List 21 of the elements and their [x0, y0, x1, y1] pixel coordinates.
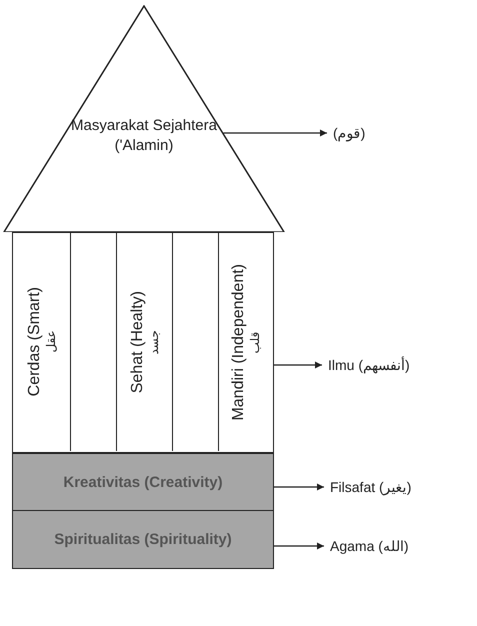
band-label: Kreativitas (Creativity): [63, 474, 223, 490]
side-label: Ilmu (أنفسهم): [328, 355, 448, 375]
foundation-band: [12, 453, 274, 511]
pillar-label: Sehat (Healty): [128, 290, 147, 394]
arrow: [224, 130, 327, 136]
pillar-label: Cerdas (Smart): [24, 287, 44, 397]
pillars-box: [12, 232, 274, 453]
side-label: Filsafat (يغير): [330, 477, 450, 497]
arrow: [274, 542, 324, 550]
arrow: [274, 484, 324, 490]
arabic-label: جسد: [146, 330, 162, 354]
arabic-label: عقل: [44, 331, 58, 353]
pillar-label: Mandiri (Independent): [228, 264, 248, 420]
arrow: [274, 362, 322, 368]
band-label: Spiritualitas (Spirituality): [54, 531, 232, 548]
triangle-shape: [3, 5, 285, 232]
triangle-label: Masyarakat Sejahtera ('Alamin): [70, 116, 218, 156]
arabic-label: قلب: [248, 331, 262, 353]
side-label: (قوم): [333, 123, 393, 143]
foundation-band: [12, 511, 274, 569]
side-label: Agama (الله): [330, 536, 450, 556]
